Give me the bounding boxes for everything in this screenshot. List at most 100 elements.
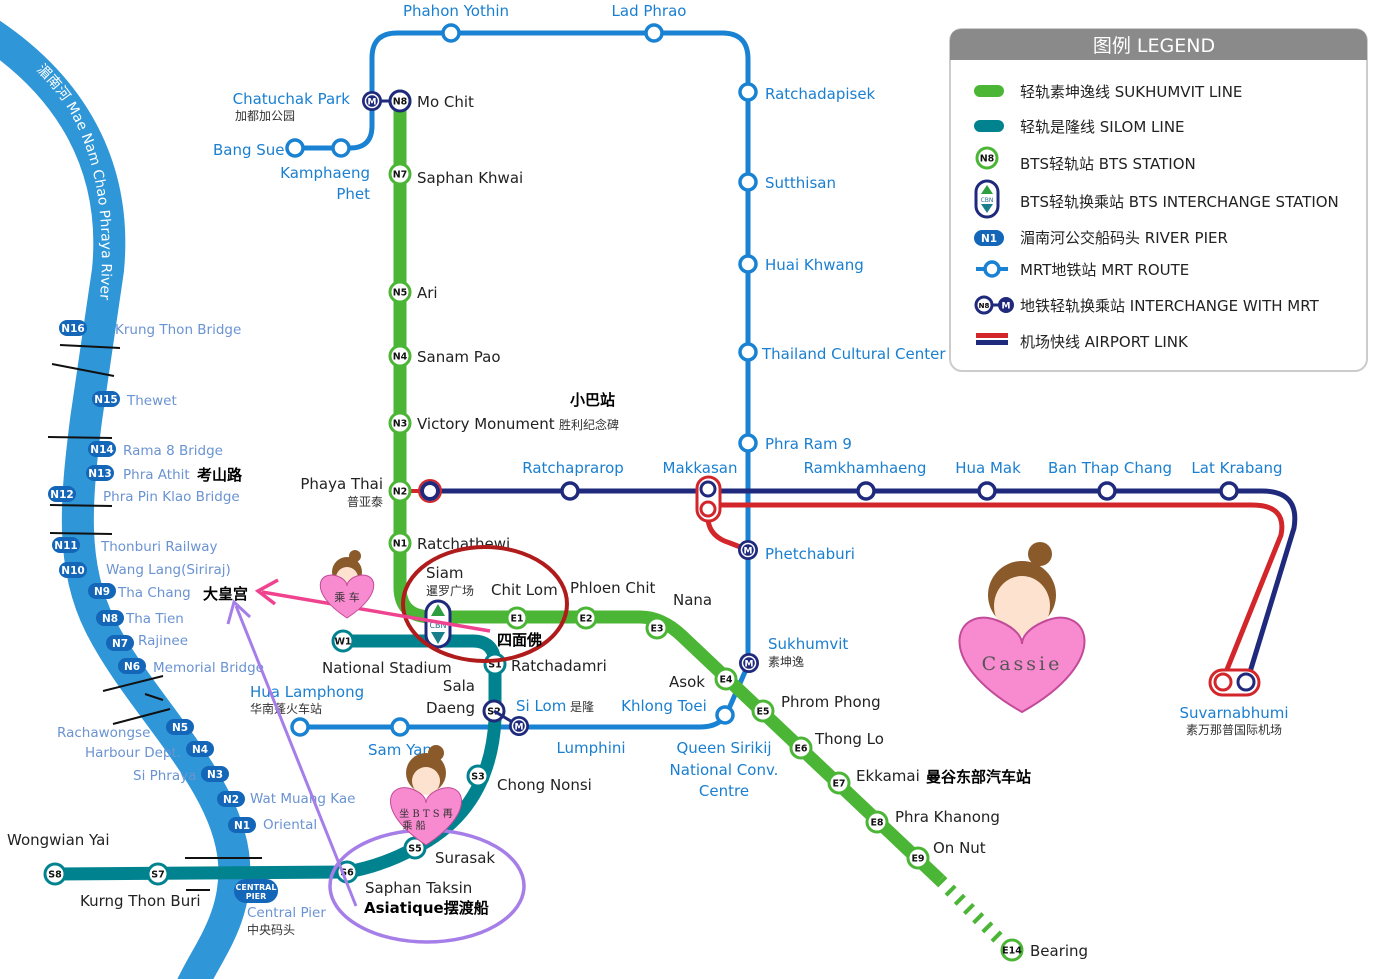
mrt-station[interactable]: [738, 433, 758, 453]
sukhumvit-station[interactable]: N5: [388, 280, 412, 304]
mrt-station[interactable]: [644, 23, 664, 43]
minibus-station-annotation: 小巴站: [570, 391, 615, 409]
sukhumvit-station-label: Phloen Chit: [570, 579, 656, 597]
airport-link-station[interactable]: [856, 481, 876, 501]
pier-label: Thonburi Railway: [100, 539, 218, 555]
sukhumvit-station-label: On Nut: [933, 839, 986, 857]
river-pier[interactable]: N10: [59, 562, 87, 578]
mrt-station[interactable]: [441, 23, 461, 43]
girl-take-train-text: 乘 车: [334, 590, 360, 604]
sukhumvit-station-label-zh: 普亚泰: [347, 495, 383, 509]
silom-station-label: National Stadium: [322, 659, 452, 677]
mrt-station-label: Ratchadapisek: [765, 85, 876, 103]
pier-code: N2: [223, 794, 239, 806]
mrt-interchange-si-lom[interactable]: M: [509, 716, 529, 736]
silom-station[interactable]: S7: [146, 862, 170, 886]
sukhumvit-line-extension: [935, 875, 1009, 949]
mrt-station[interactable]: [715, 705, 735, 725]
river-pier[interactable]: N3: [201, 766, 229, 782]
central-pier-badge-line2: PIER: [246, 892, 266, 901]
station-code: N5: [393, 288, 408, 299]
sukhumvit-station-label: Saphan Khwai: [417, 169, 523, 187]
cassie-illustration: Cassie: [958, 542, 1086, 714]
mrt-station-label-zh: 素坤逸: [768, 654, 804, 669]
pier-code: N11: [54, 540, 77, 552]
sukhumvit-station[interactable]: N1: [388, 531, 412, 555]
sukhumvit-station[interactable]: E6: [789, 736, 813, 760]
sukhumvit-station[interactable]: E3: [645, 616, 669, 640]
sukhumvit-station[interactable]: E1: [505, 606, 529, 630]
silom-station[interactable]: S8: [43, 862, 67, 886]
pier-code: N15: [94, 394, 117, 406]
river-pier[interactable]: N11: [52, 537, 80, 553]
silom-station[interactable]: S1: [483, 652, 507, 676]
mrt-station-label-zh: 华南蓬火车站: [250, 701, 322, 716]
sukhumvit-station[interactable]: E9: [906, 846, 930, 870]
mrt-station-label: Lumphini: [556, 739, 625, 757]
pier-label: Tha Chang: [117, 585, 191, 601]
sukhumvit-station-label-zh: 胜利纪念碑: [559, 417, 619, 432]
mrt-interchange-chatuchak[interactable]: M: [362, 91, 382, 111]
mrt-station-label: Chatuchak Park: [233, 90, 351, 108]
mrt-station[interactable]: [738, 172, 758, 192]
sukhumvit-station[interactable]: N4: [388, 344, 412, 368]
silom-station[interactable]: S3: [466, 764, 490, 788]
central-pier-badge[interactable]: CENTRAL PIER: [234, 879, 278, 903]
phaya-thai-airport-station[interactable]: [420, 481, 440, 501]
central-pier-label-zh: 中央码头: [247, 922, 295, 937]
mrt-station[interactable]: [290, 717, 310, 737]
mrt-station[interactable]: [738, 254, 758, 274]
river-pier[interactable]: N16: [59, 320, 87, 336]
river-pier[interactable]: N13: [86, 465, 114, 481]
mrt-station[interactable]: [285, 138, 305, 158]
station-code: E8: [870, 818, 883, 829]
pier-label: Tha Tien: [125, 611, 184, 627]
sukhumvit-station[interactable]: N2: [388, 479, 412, 503]
mrt-station[interactable]: [390, 717, 410, 737]
river-pier[interactable]: N6: [118, 658, 146, 674]
silom-line-swatch: [974, 120, 1004, 132]
mrt-interchange-phetchaburi[interactable]: M: [738, 540, 758, 560]
mrt-m-icon: M: [515, 723, 524, 733]
siam-label: Siam: [426, 564, 464, 582]
mrt-station[interactable]: [331, 138, 351, 158]
river-pier[interactable]: N9: [88, 583, 116, 599]
river-pier[interactable]: N15: [92, 391, 120, 407]
sukhumvit-station[interactable]: E5: [751, 699, 775, 723]
airport-link-station-label: Lat Krabang: [1191, 459, 1282, 477]
sukhumvit-station[interactable]: E4: [714, 667, 738, 691]
airport-link-station[interactable]: [977, 481, 997, 501]
legend-code: N8: [979, 302, 990, 310]
pier-code: N10: [61, 565, 84, 577]
sukhumvit-station[interactable]: E14: [1000, 938, 1024, 962]
river-pier[interactable]: N7: [106, 635, 134, 651]
river-pier[interactable]: N2: [217, 791, 245, 807]
river-pier[interactable]: N8: [96, 610, 124, 626]
mrt-interchange-sukhumvit[interactable]: M: [739, 653, 759, 673]
airport-link-station[interactable]: [1219, 481, 1239, 501]
river-pier[interactable]: N1: [228, 817, 256, 833]
sukhumvit-station[interactable]: E2: [574, 606, 598, 630]
sukhumvit-station[interactable]: N3: [388, 411, 412, 435]
mrt-station[interactable]: [738, 82, 758, 102]
river-pier[interactable]: N12: [48, 486, 76, 502]
bts-station-icon: N8: [975, 146, 999, 170]
airport-link-station[interactable]: [560, 481, 580, 501]
makkasan-interchange[interactable]: [695, 475, 722, 523]
erawan-shrine-annotation: 四面佛: [497, 631, 542, 649]
sukhumvit-station[interactable]: E8: [865, 810, 889, 834]
river-pier[interactable]: N5: [166, 719, 194, 735]
sukhumvit-station[interactable]: N7: [388, 162, 412, 186]
sukhumvit-station[interactable]: E7: [827, 771, 851, 795]
silom-station[interactable]: S5: [403, 836, 427, 860]
suvarnabhumi-station[interactable]: [1208, 668, 1261, 697]
mrt-station-label: Kamphaeng: [280, 164, 370, 182]
pier-code: N12: [50, 489, 73, 501]
mrt-station[interactable]: [738, 342, 758, 362]
airport-link-station[interactable]: [1097, 481, 1117, 501]
river-pier[interactable]: N4: [186, 741, 214, 757]
ekkamai-bus-terminal-annotation: 曼谷东部汽车站: [926, 768, 1031, 786]
sukhumvit-station[interactable]: N8: [388, 89, 412, 113]
river-pier[interactable]: N14: [88, 441, 116, 457]
silom-station[interactable]: W1: [331, 629, 355, 653]
